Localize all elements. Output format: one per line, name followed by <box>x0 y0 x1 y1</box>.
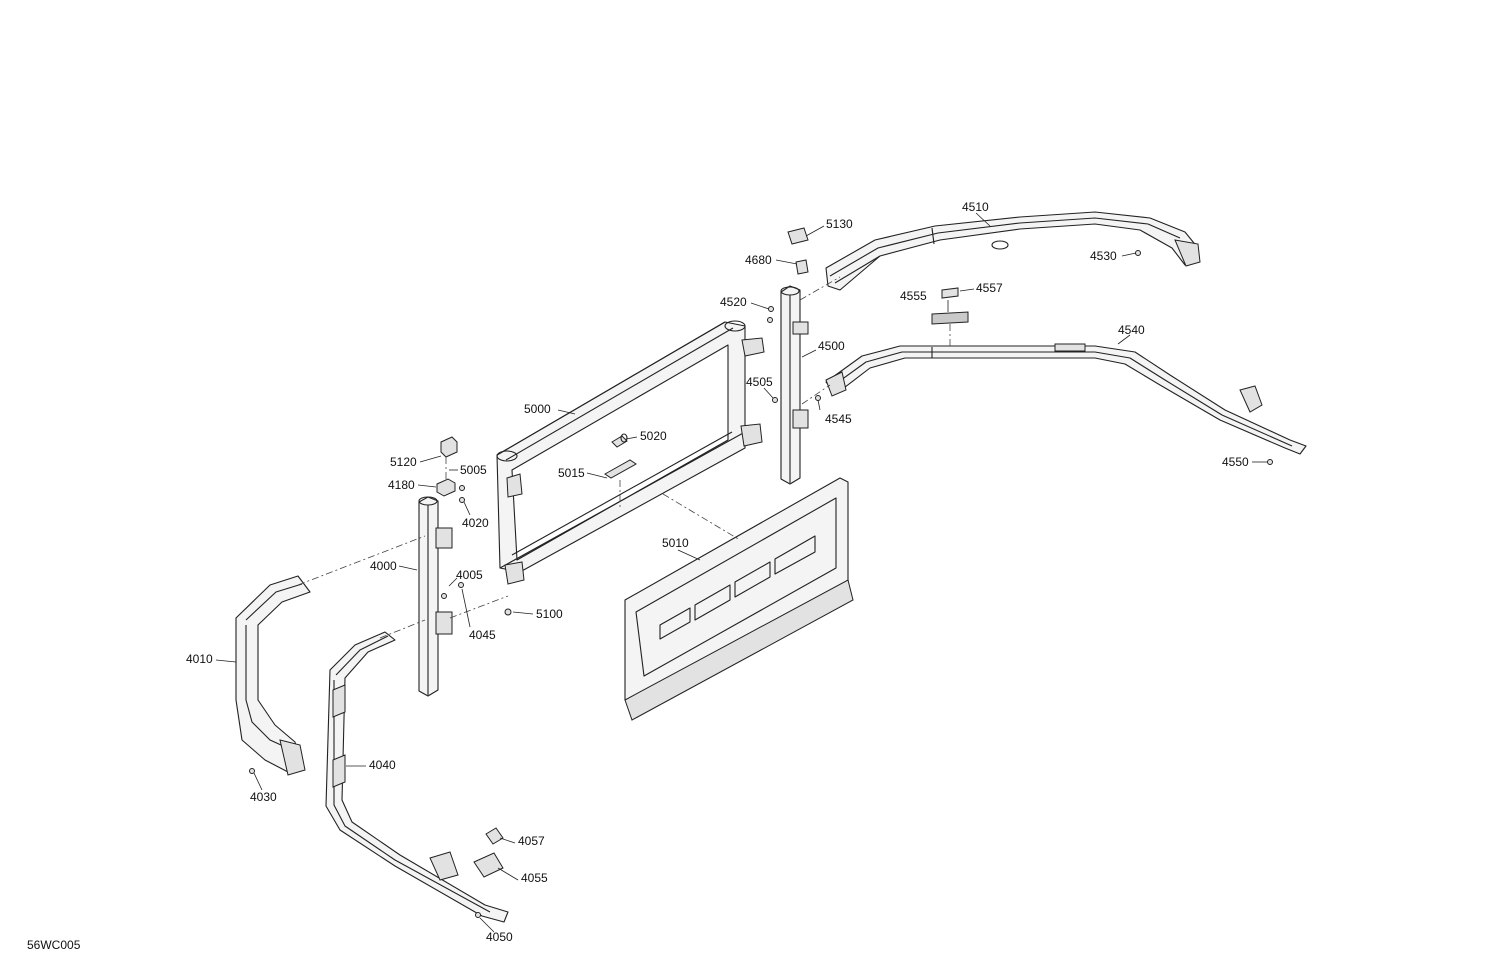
part-4055-clamp <box>473 852 504 878</box>
part-4500-right-post <box>780 285 809 485</box>
part-4540-lower-right-rail <box>825 343 1307 455</box>
part-4057-bushing <box>485 827 504 845</box>
callout-4555: 4555 <box>900 289 927 303</box>
callout-4050: 4050 <box>486 930 513 944</box>
callout-4520: 4520 <box>720 295 747 309</box>
callout-5000: 5000 <box>524 402 551 416</box>
callout-4030: 4030 <box>250 790 277 804</box>
callout-4000: 4000 <box>370 559 397 573</box>
callout-4510: 4510 <box>962 200 989 214</box>
part-4180-spacer <box>436 478 456 497</box>
callout-4530: 4530 <box>1090 249 1117 263</box>
callout-4005: 4005 <box>456 568 483 582</box>
callout-4540: 4540 <box>1118 323 1145 337</box>
callout-4180: 4180 <box>388 478 415 492</box>
part-5000-gate-frame <box>496 320 765 585</box>
part-5010-tailgate-panel <box>624 477 854 721</box>
part-callouts: 4510 5130 4680 4530 4557 4555 4520 4540 … <box>186 200 1249 944</box>
callout-5130: 5130 <box>826 217 853 231</box>
callout-5015: 5015 <box>558 466 585 480</box>
callout-4545: 4545 <box>825 412 852 426</box>
callout-5100: 5100 <box>536 607 563 621</box>
leader-lines <box>215 212 1267 933</box>
callout-5120: 5120 <box>390 455 417 469</box>
part-5120-hinge-cap <box>440 436 458 458</box>
assembly-center-lines <box>297 276 951 639</box>
callout-4680: 4680 <box>745 253 772 267</box>
callout-4045: 4045 <box>469 628 496 642</box>
callout-4010: 4010 <box>186 652 213 666</box>
callout-5005: 5005 <box>460 463 487 477</box>
callout-4505: 4505 <box>746 375 773 389</box>
diagram-reference-code: 56WC005 <box>27 938 81 952</box>
callout-4055: 4055 <box>521 871 548 885</box>
callout-4500: 4500 <box>818 339 845 353</box>
callout-5010: 5010 <box>662 536 689 550</box>
part-4000-left-post <box>418 496 453 697</box>
part-4010-left-corner-rail <box>235 575 311 776</box>
callout-5020: 5020 <box>640 429 667 443</box>
part-5015-latch <box>604 459 637 479</box>
part-5020-bushing <box>611 433 628 448</box>
callout-4550: 4550 <box>1222 455 1249 469</box>
callout-4040: 4040 <box>369 758 396 772</box>
callout-4020: 4020 <box>462 516 489 530</box>
part-4510-upper-right-rail <box>825 211 1201 291</box>
callout-4057: 4057 <box>518 834 545 848</box>
part-4040-lower-left-rail <box>325 631 509 923</box>
callout-4557: 4557 <box>976 281 1003 295</box>
hardware-parts <box>249 227 1273 918</box>
